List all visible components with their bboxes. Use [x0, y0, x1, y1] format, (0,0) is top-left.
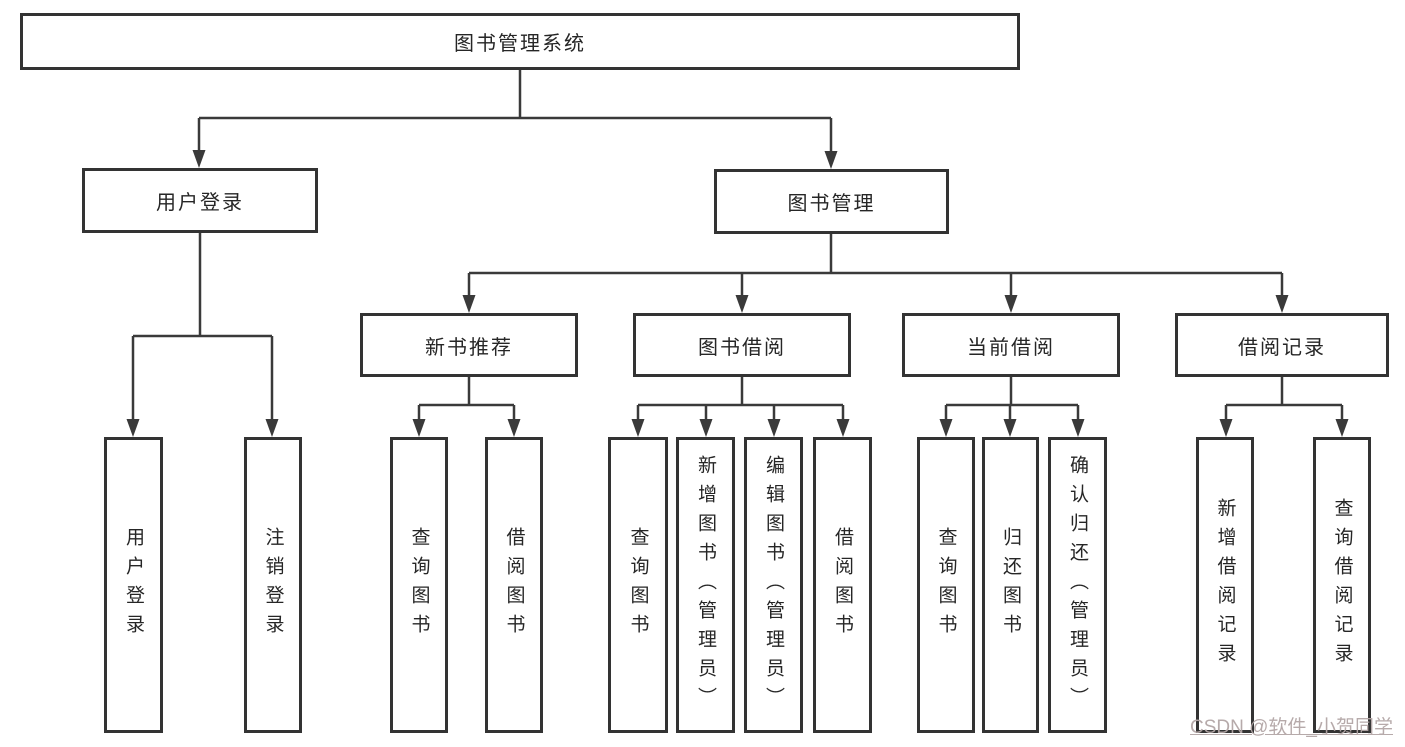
leaf-query-books-1: 查询图书: [390, 437, 448, 733]
leaf-borrow-books-2: 借阅图书: [813, 437, 872, 733]
node-user-login: 用户登录: [82, 168, 318, 233]
leaf-user-login: 用户登录: [104, 437, 163, 733]
node-book-management: 图书管理: [714, 169, 949, 234]
leaf-query-borrow-record: 查询借阅记录: [1313, 437, 1371, 733]
leaf-return-books: 归还图书: [982, 437, 1039, 733]
node-new-book-recommend: 新书推荐: [360, 313, 578, 377]
node-book-borrowing: 图书借阅: [633, 313, 851, 377]
leaf-add-books-admin: 新增图书（管理员）: [676, 437, 735, 733]
csdn-watermark: CSDN @软件_小贺同学: [1190, 717, 1393, 738]
node-borrowing-records: 借阅记录: [1175, 313, 1389, 377]
node-current-borrowing: 当前借阅: [902, 313, 1120, 377]
leaf-confirm-return-admin: 确认归还（管理员）: [1048, 437, 1107, 733]
leaf-query-books-2: 查询图书: [608, 437, 668, 733]
leaf-borrow-books-1: 借阅图书: [485, 437, 543, 733]
leaf-add-borrow-record: 新增借阅记录: [1196, 437, 1254, 733]
node-library-management-system: 图书管理系统: [20, 13, 1020, 70]
leaf-edit-books-admin: 编辑图书（管理员）: [744, 437, 803, 733]
leaf-logout: 注销登录: [244, 437, 302, 733]
leaf-query-books-3: 查询图书: [917, 437, 975, 733]
